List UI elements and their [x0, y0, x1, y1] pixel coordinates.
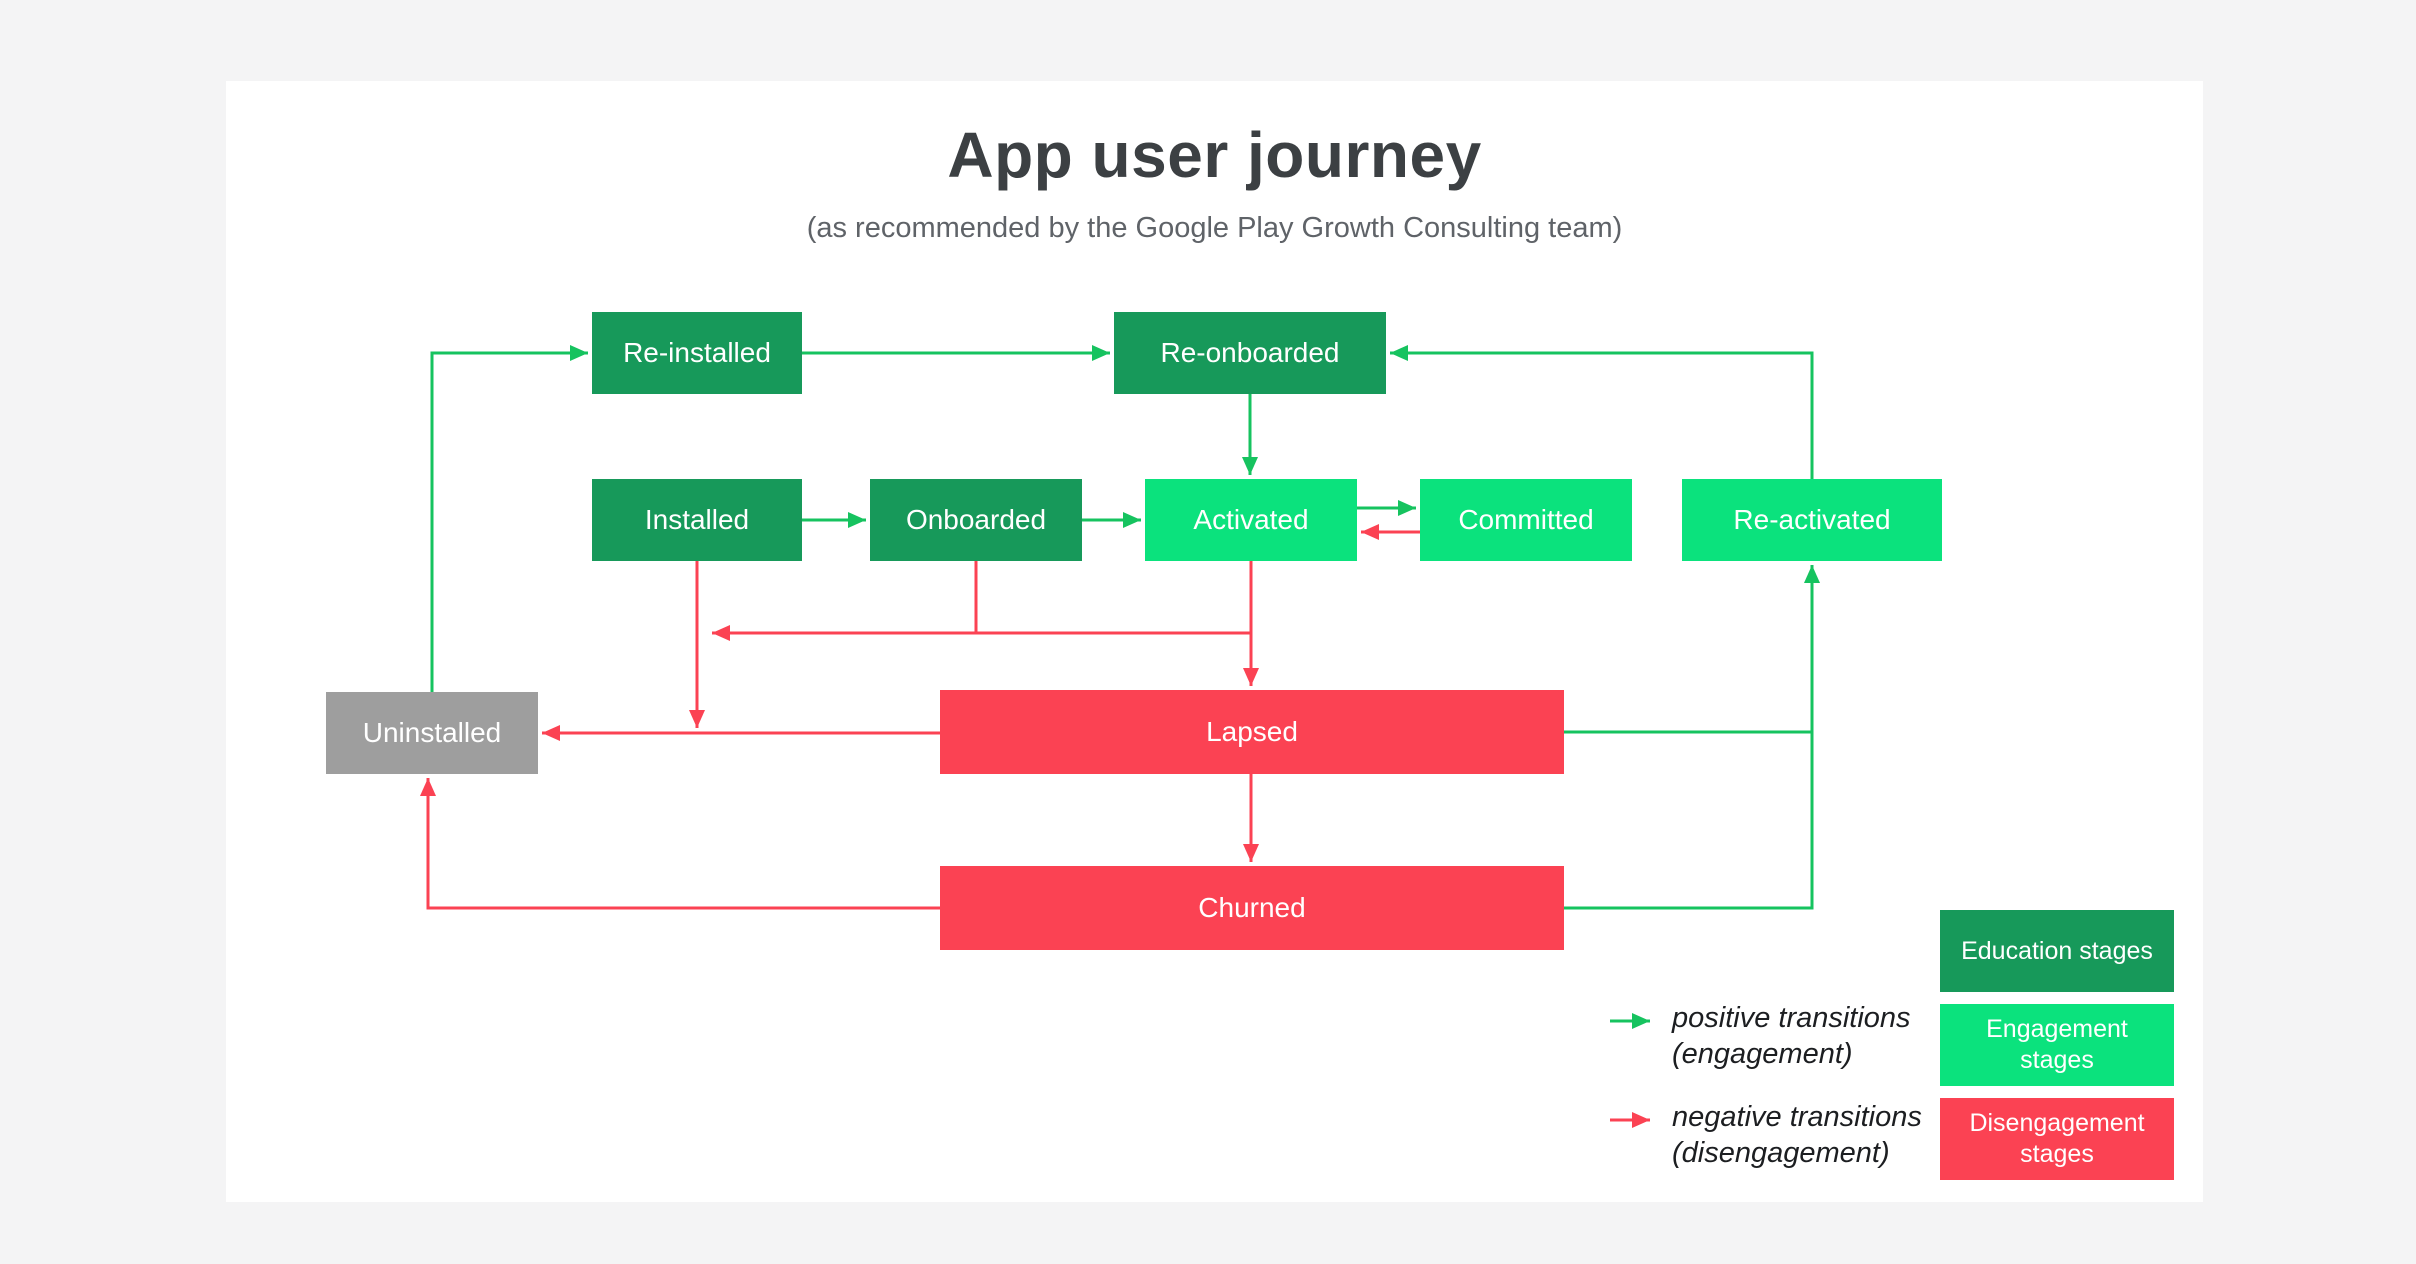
- legend-positive-transitions: positive transitions (engagement): [1672, 1000, 2092, 1072]
- node-activated-label: Activated: [1193, 504, 1309, 535]
- node-reinstalled-label: Re-installed: [623, 337, 771, 368]
- node-uninstalled-label: Uninstalled: [362, 717, 502, 748]
- node-lapsed-label: Lapsed: [1206, 716, 1298, 747]
- node-onboarded-label: Onboarded: [905, 504, 1047, 535]
- legend-disengagement-label: Disengagement stages: [1969, 1109, 2145, 1168]
- legend-education-stages: Education stages: [1940, 910, 2174, 992]
- node-churned-label: Churned: [1198, 892, 1306, 923]
- node-uninstalled: Uninstalled: [326, 692, 538, 774]
- node-reactivated-label: Re-activated: [1733, 504, 1891, 535]
- legend-negative-transitions: negative transitions (disengagement): [1672, 1099, 2092, 1171]
- node-reactivated: Re-activated: [1682, 479, 1942, 561]
- node-reonboarded: Re-onboarded: [1114, 312, 1386, 394]
- node-committed-label: Committed: [1458, 504, 1594, 535]
- node-reonboarded-label: Re-onboarded: [1160, 337, 1340, 368]
- node-lapsed: Lapsed: [940, 690, 1564, 774]
- legend-positive-line1: positive transitions: [1672, 1002, 1911, 1034]
- legend-negative-line1: negative transitions: [1672, 1101, 1922, 1133]
- page-title: App user journey: [947, 119, 1482, 191]
- node-activated: Activated: [1145, 479, 1357, 561]
- node-churned: Churned: [940, 866, 1564, 950]
- node-reinstalled: Re-installed: [592, 312, 802, 394]
- node-installed-label: Installed: [644, 504, 750, 535]
- node-committed: Committed: [1420, 479, 1632, 561]
- legend-positive-line2: (engagement): [1672, 1038, 1853, 1070]
- legend-negative-line2: (disengagement): [1672, 1137, 1890, 1169]
- node-onboarded: Onboarded: [870, 479, 1082, 561]
- legend-education-label: Education stages: [1961, 936, 2153, 965]
- legend-engagement-label: Engagement stages: [1986, 1015, 2128, 1074]
- legend-engagement-stages: Engagement stages: [1940, 1004, 2174, 1086]
- node-installed: Installed: [592, 479, 802, 561]
- page-subtitle: (as recommended by the Google Play Growt…: [806, 212, 1623, 244]
- legend-disengagement-stages: Disengagement stages: [1940, 1098, 2174, 1180]
